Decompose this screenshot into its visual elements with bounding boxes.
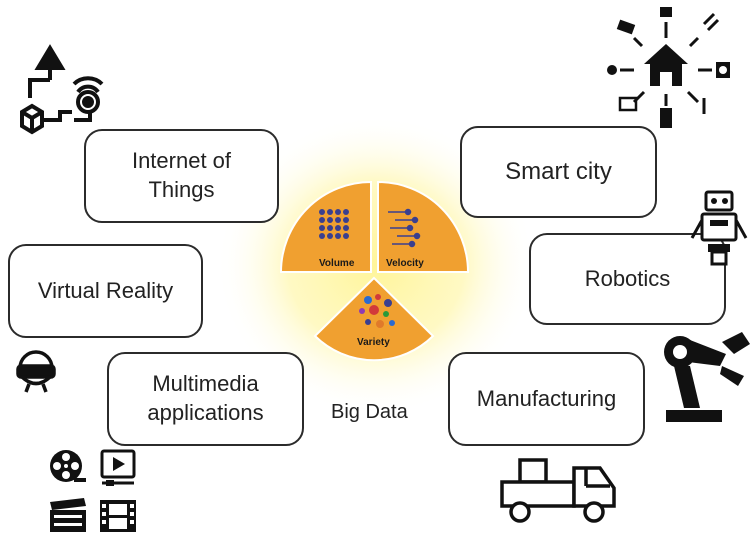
volume-segment (279, 180, 372, 273)
velocity-segment (377, 180, 470, 273)
velocity-streaks-icon (388, 208, 421, 248)
virtual-reality-box: Virtual Reality (8, 244, 203, 338)
film-reel-icon (50, 450, 86, 482)
truck-icon (500, 458, 616, 523)
volume-label: Volume (319, 258, 355, 269)
variety-label: Variety (357, 337, 390, 348)
video-player-icon (100, 449, 136, 486)
clapperboard-icon (50, 498, 86, 532)
glow-halo (216, 115, 536, 415)
manufacturing-box: Manufacturing (448, 352, 645, 446)
volume-dots-icon (319, 209, 349, 239)
robotics-box: Robotics (529, 233, 726, 325)
multimedia-box: Multimedia applications (107, 352, 304, 446)
variety-bubbles-icon (359, 294, 395, 328)
film-strip-icon (100, 500, 136, 532)
vr-headset-icon (16, 350, 56, 393)
robot-icon (690, 190, 748, 266)
iot-icon (20, 44, 104, 135)
robot-arm-icon (664, 332, 750, 422)
smart-city-box: Smart city (460, 126, 657, 218)
smart-home-icon (607, 7, 730, 128)
variety-segment (313, 276, 435, 362)
iot-box: Internet of Things (84, 129, 279, 223)
big-data-title: Big Data (331, 401, 408, 423)
velocity-label: Velocity (386, 258, 424, 269)
